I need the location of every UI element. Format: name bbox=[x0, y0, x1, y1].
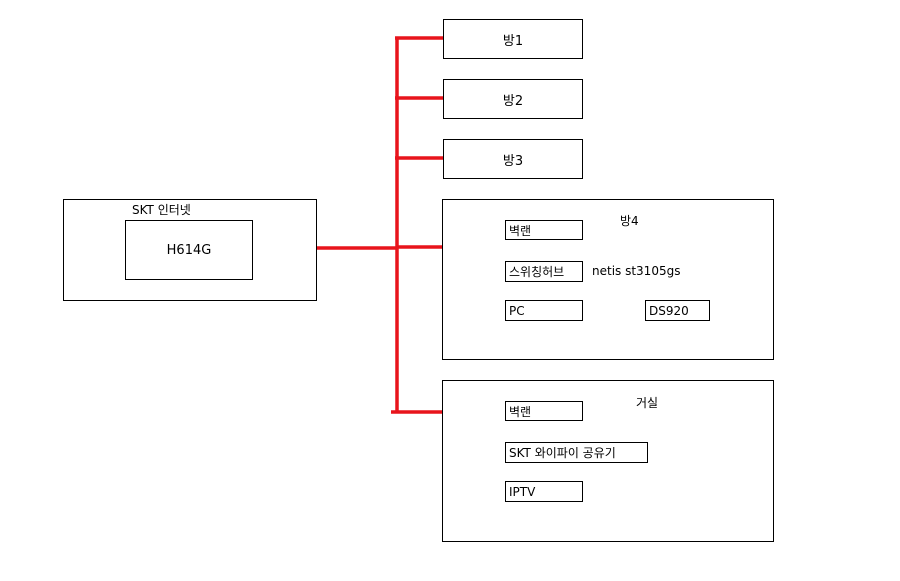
nas-box: DS920 bbox=[645, 300, 710, 321]
pc-box: PC bbox=[505, 300, 583, 321]
room4-wall-jack-box: 벽랜 bbox=[505, 220, 583, 240]
room3-label: 방3 bbox=[502, 153, 524, 169]
switch-model-label: netis st3105gs bbox=[592, 264, 681, 278]
nas-label: DS920 bbox=[649, 303, 689, 318]
room4-box bbox=[442, 199, 774, 360]
living-room-title: 거실 bbox=[636, 396, 659, 410]
switch-box: 스위칭허브 bbox=[505, 261, 583, 282]
living-wall-jack-label: 벽랜 bbox=[509, 404, 532, 419]
room3-box: 방3 bbox=[443, 139, 583, 179]
router-label: H614G bbox=[166, 242, 212, 258]
living-wall-jack-box: 벽랜 bbox=[505, 401, 583, 421]
room1-box: 방1 bbox=[443, 19, 583, 59]
room1-label: 방1 bbox=[502, 33, 524, 49]
pc-label: PC bbox=[509, 303, 525, 318]
room2-box: 방2 bbox=[443, 79, 583, 119]
wifi-router-box: SKT 와이파이 공유기 bbox=[505, 442, 648, 463]
wifi-router-label: SKT 와이파이 공유기 bbox=[509, 446, 616, 460]
room4-wall-jack-label: 벽랜 bbox=[509, 223, 532, 238]
iptv-label: IPTV bbox=[509, 484, 536, 499]
router-box: H614G bbox=[125, 220, 253, 280]
room2-label: 방2 bbox=[502, 93, 524, 109]
iptv-box: IPTV bbox=[505, 481, 583, 502]
internet-title: SKT 인터넷 bbox=[132, 203, 191, 217]
room4-title: 방4 bbox=[620, 214, 639, 228]
switch-label: 스위칭허브 bbox=[509, 265, 565, 279]
